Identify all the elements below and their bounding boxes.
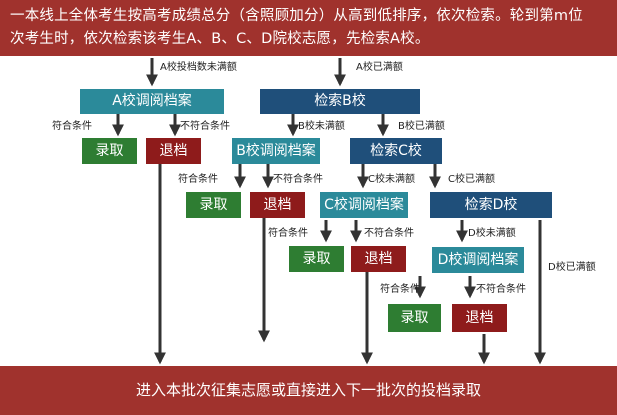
- reject-c-box: 退档: [351, 246, 406, 272]
- reject-b-box: 退档: [250, 192, 305, 218]
- admit-b-box: 录取: [186, 192, 241, 218]
- d-review-box: D校调阅档案: [432, 247, 524, 273]
- admit-a-box: 录取: [82, 138, 137, 164]
- label-b-qualified: 符合条件: [178, 174, 218, 185]
- label-c-full: C校已满额: [448, 174, 495, 185]
- search-b-box: 检索B校: [260, 89, 420, 114]
- label-c-not-full: C校未满额: [368, 174, 415, 185]
- header-line-1: 一本线上全体考生按高考成绩总分（含照顾加分）从高到低排序，依次检索。轮到第m位: [10, 8, 583, 24]
- label-b-unqualified: 不符合条件: [273, 174, 323, 185]
- footer-banner: 进入本批次征集志愿或直接进入下一批次的投档录取: [0, 366, 617, 415]
- reject-a-box: 退档: [146, 138, 201, 164]
- admit-c-box: 录取: [289, 246, 344, 272]
- label-d-unqualified: 不符合条件: [476, 284, 526, 295]
- header-line-2: 次考生时，依次检索该考生A、B、C、D院校志愿，先检索A校。: [10, 31, 430, 47]
- search-d-box: 检索D校: [430, 192, 552, 218]
- label-a-full: A校已满额: [356, 62, 403, 73]
- label-c-qualified: 符合条件: [268, 228, 308, 239]
- reject-d-box: 退档: [452, 304, 507, 332]
- label-d-full: D校已满额: [548, 262, 596, 273]
- header-text: 一本线上全体考生按高考成绩总分（含照顾加分）从高到低排序，依次检索。轮到第m位 …: [10, 5, 610, 51]
- a-review-box: A校调阅档案: [80, 89, 224, 114]
- label-b-full: B校已满额: [398, 121, 445, 132]
- admit-d-box: 录取: [388, 304, 441, 332]
- header-banner: 一本线上全体考生按高考成绩总分（含照顾加分）从高到低排序，依次检索。轮到第m位 …: [0, 0, 617, 56]
- label-a-unqualified: 不符合条件: [180, 121, 230, 132]
- label-a-qualified: 符合条件: [52, 121, 92, 132]
- label-b-not-full: B校未满额: [298, 121, 345, 132]
- label-a-not-full: A校投档数未满额: [160, 62, 237, 73]
- c-review-box: C校调阅档案: [320, 192, 408, 218]
- search-c-box: 检索C校: [350, 138, 442, 164]
- label-d-not-full: D校未满额: [468, 228, 516, 239]
- b-review-box: B校调阅档案: [232, 138, 320, 164]
- label-c-unqualified: 不符合条件: [364, 228, 414, 239]
- label-d-qualified: 符合条件: [380, 284, 420, 295]
